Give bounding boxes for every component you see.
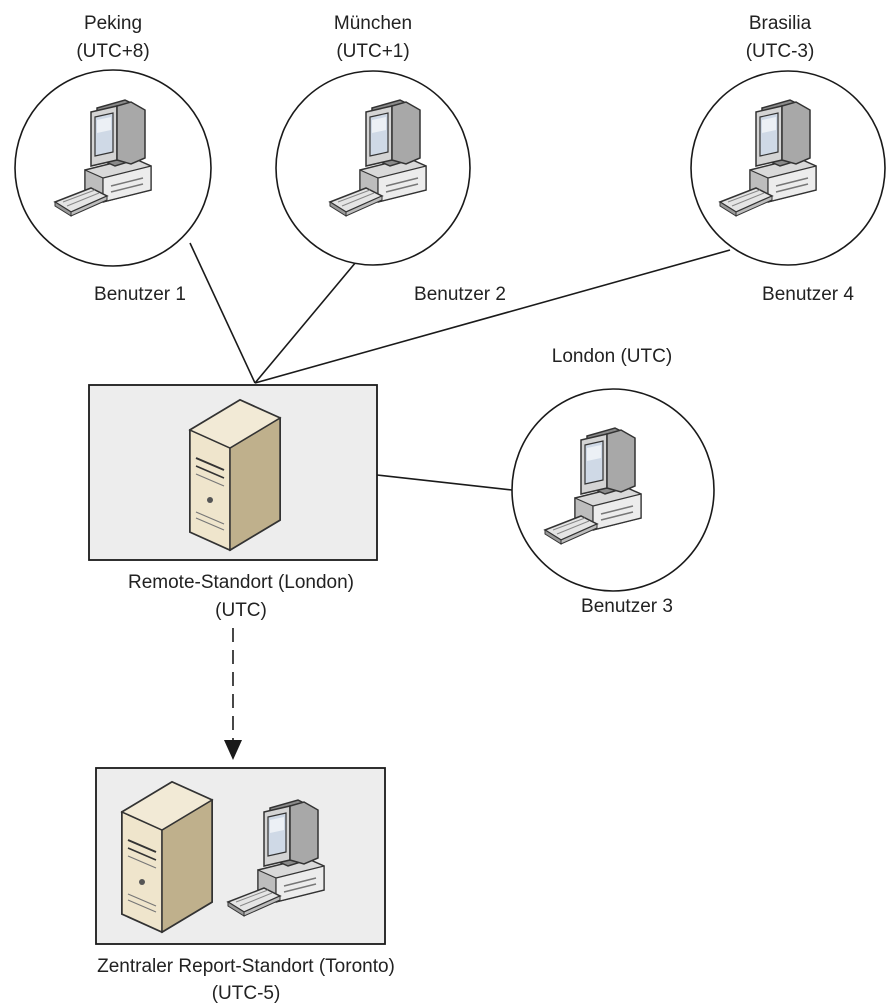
user4-timezone: (UTC-3) xyxy=(746,41,815,62)
remote-site-name: Remote-Standort (London) xyxy=(128,572,354,593)
arrow-head xyxy=(224,740,242,760)
user2-node: München (UTC+1) Benutzer 2 xyxy=(275,13,506,305)
user1-city: Peking xyxy=(84,13,142,34)
user1-timezone: (UTC+8) xyxy=(76,41,149,62)
user2-city: München xyxy=(334,13,412,34)
link-user1-remote xyxy=(189,242,256,384)
server-tower-icon xyxy=(121,781,213,933)
link-user4-remote xyxy=(254,249,731,384)
remote-site-node: Remote-Standort (London) (UTC) xyxy=(88,384,378,621)
user2-timezone: (UTC+1) xyxy=(336,41,409,62)
central-site-name: Zentraler Report-Standort (Toronto) xyxy=(97,956,395,977)
user1-node: Peking (UTC+8) Benutzer 1 xyxy=(14,13,212,305)
user3-city-timezone: London (UTC) xyxy=(552,346,672,367)
central-site-node: Zentraler Report-Standort (Toronto) (UTC… xyxy=(95,767,395,1004)
link-user2-remote xyxy=(254,261,357,384)
connection-lines xyxy=(189,242,731,760)
user4-city: Brasilia xyxy=(749,13,812,34)
user4-node: Brasilia (UTC-3) Benutzer 4 xyxy=(690,13,886,305)
user4-label: Benutzer 4 xyxy=(762,284,854,305)
central-site-timezone: (UTC-5) xyxy=(212,983,281,1004)
remote-site-timezone: (UTC) xyxy=(215,600,267,621)
link-user3-remote xyxy=(376,474,513,491)
user3-label: Benutzer 3 xyxy=(581,596,673,617)
server-tower-icon xyxy=(189,399,281,551)
user1-label: Benutzer 1 xyxy=(94,284,186,305)
user2-label: Benutzer 2 xyxy=(414,284,506,305)
user3-node: London (UTC) Benutzer 3 xyxy=(511,346,715,617)
